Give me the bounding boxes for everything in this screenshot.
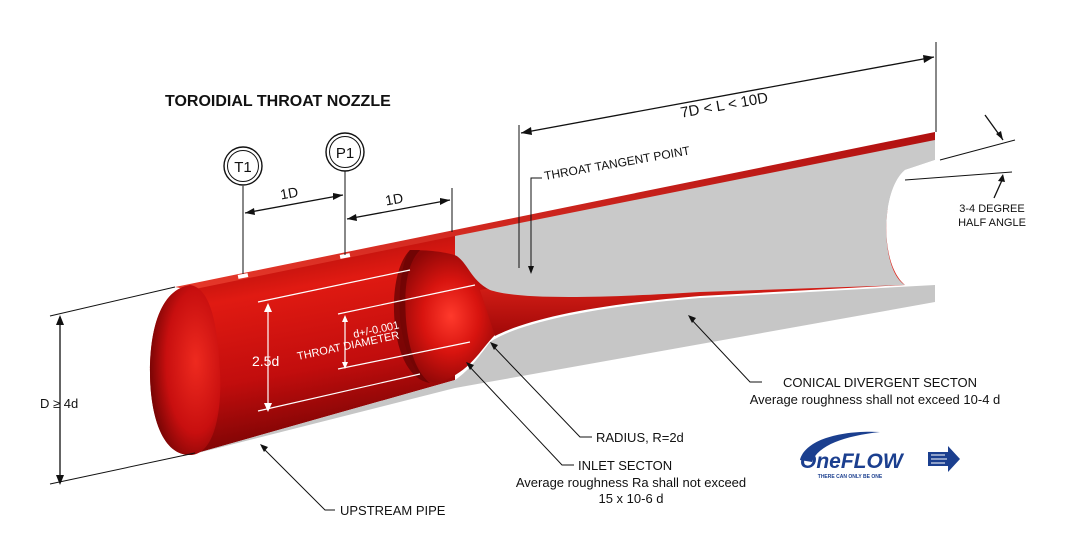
logo-swoosh [800,431,880,462]
tap-slot-p1 [339,253,351,259]
inlet-label-3: 15 x 10-6 d [598,491,663,506]
pipe-mouth [150,285,221,455]
radius-label: RADIUS, R=2d [596,430,684,445]
diagram-title: TOROIDIAL THROAT NOZZLE [165,93,391,110]
dim-length: 7D < L < 10D [679,89,769,121]
oneflow-logo: OneFLOW THERE CAN ONLY BE ONE [800,431,960,480]
upstream-pipe-shell [150,232,455,455]
wall-cut-lower [190,285,935,455]
inlet-label-2: Average roughness Ra shall not exceed [516,475,746,490]
wall-cut-upper [455,138,935,297]
tap-p1: P1 [325,132,365,172]
inlet-section-surface [399,250,503,383]
dim-spacing-1: 1D [279,184,299,203]
tap-p1-label: P1 [336,145,354,162]
throat-tangent-point-label: THROAT TANGENT POINT [543,143,691,183]
nozzle-body [150,132,935,455]
conical-label-2: Average roughness shall not exceed 10-4 … [750,392,1001,407]
dim-inlet-diameter: 2.5d [252,353,279,369]
dimension-lines [49,42,1016,511]
tap-t1-label: T1 [234,159,252,176]
inlet-label-1: INLET SECTON [578,458,672,473]
half-angle-label-2: HALF ANGLE [958,217,1026,229]
top-rim [175,132,935,290]
half-angle-label-1: 3-4 DEGREE [959,203,1024,215]
logo-tagline: THERE CAN ONLY BE ONE [818,474,883,480]
tap-t1: T1 [223,146,263,186]
dim-pipe-diameter: D ≥ 4d [40,396,78,411]
outlet-opening [886,160,935,285]
tap-slot-t1 [237,273,249,279]
logo-brand: OneFLOW [800,450,905,473]
upstream-pipe-label: UPSTREAM PIPE [340,503,446,518]
dim-spacing-2: 1D [384,190,404,209]
conical-label-1: CONICAL DIVERGENT SECTON [783,375,977,390]
inlet-shadow-band [393,250,430,383]
